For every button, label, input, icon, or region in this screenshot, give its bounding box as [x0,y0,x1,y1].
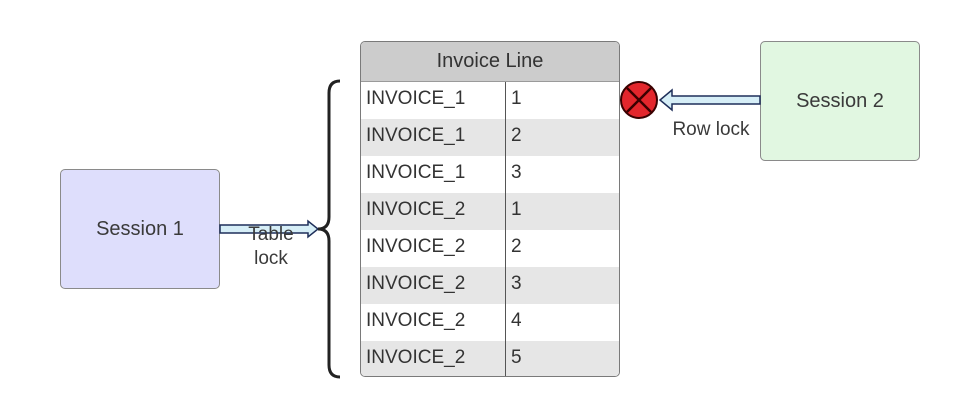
invoice-cell: INVOICE_2 [366,273,466,294]
invoice-cell: INVOICE_2 [366,347,466,368]
session-1-label: Session 1 [96,217,184,240]
table-brace [317,79,341,379]
table-row: INVOICE_1 1 [361,82,619,119]
invoice-cell: INVOICE_1 [366,125,466,146]
line-number-cell: 3 [505,156,619,193]
invoice-cell: INVOICE_2 [366,236,466,257]
line-number-cell: 1 [505,193,619,230]
blocked-marker-icon [620,81,658,119]
table-row: INVOICE_2 3 [361,267,619,304]
table-title: Invoice Line [361,42,619,82]
invoice-cell: INVOICE_2 [366,310,466,331]
line-number-cell: 2 [505,119,619,156]
line-number-cell: 4 [505,304,619,341]
line-number-cell: 2 [505,230,619,267]
session-1-box: Session 1 [60,169,220,289]
invoice-cell: INVOICE_1 [366,162,466,183]
row-lock-label: Row lock [672,119,750,140]
invoice-cell: INVOICE_2 [366,199,466,220]
line-number-cell: 1 [505,82,619,119]
table-row: INVOICE_2 4 [361,304,619,341]
line-number-cell: 3 [505,267,619,304]
table-row: INVOICE_2 1 [361,193,619,230]
table-lock-label: Table lock [248,224,294,269]
table-row: INVOICE_1 2 [361,119,619,156]
session-2-label: Session 2 [796,89,884,112]
table-row: INVOICE_1 3 [361,156,619,193]
table-row: INVOICE_2 5 [361,341,619,376]
table-row: INVOICE_2 2 [361,230,619,267]
invoice-cell: INVOICE_1 [366,88,466,109]
table-lock-arrow [219,219,320,239]
line-number-cell: 5 [505,341,619,376]
row-lock-arrow [658,88,761,112]
